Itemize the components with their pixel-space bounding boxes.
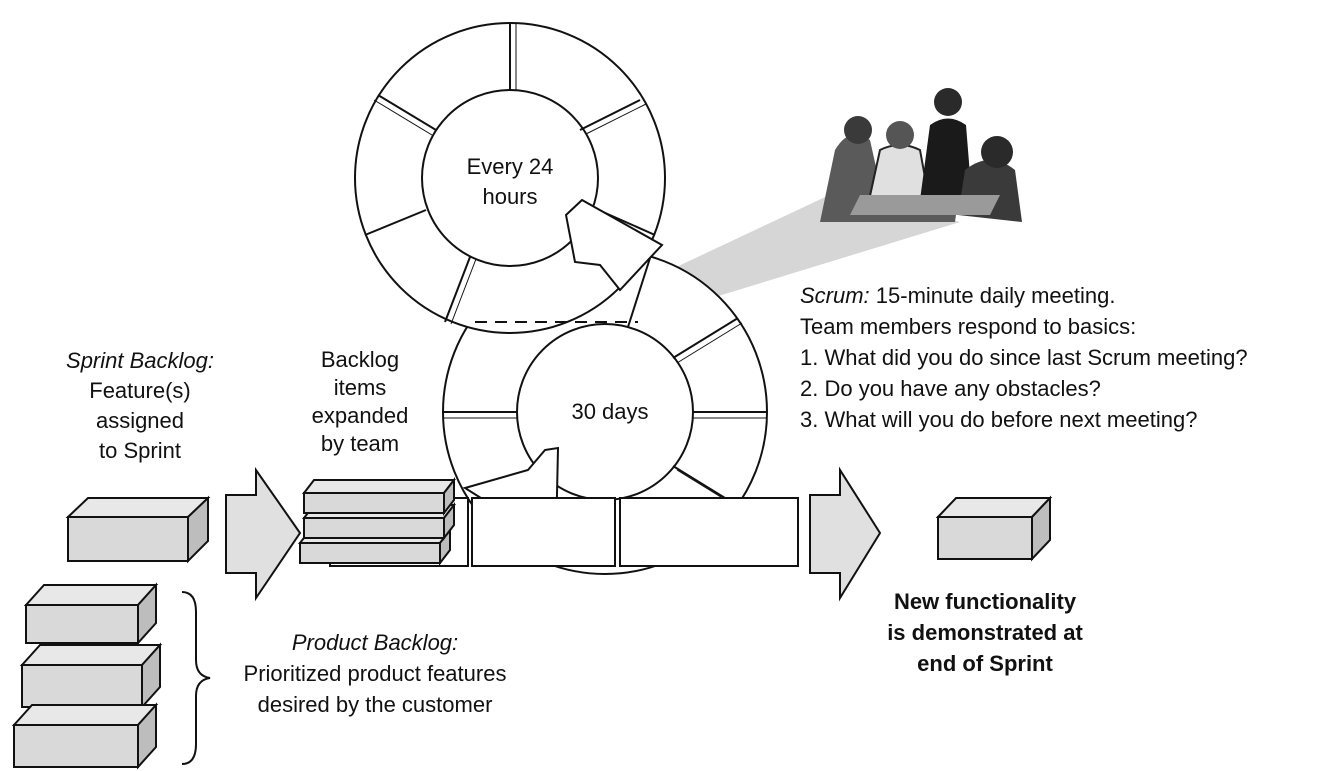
team-meeting-illustration	[820, 88, 1022, 222]
arrow-to-result-icon	[809, 466, 882, 602]
result-line3: end of Sprint	[917, 651, 1053, 676]
scrum-line2: Team members respond to basics:	[800, 314, 1137, 339]
scrum-question-1: 1. What did you do since last Scrum meet…	[800, 345, 1248, 370]
daily-cycle-label: Every 24 hours	[450, 152, 570, 212]
arrow-to-sprint-icon	[225, 466, 302, 602]
product-backlog-line1: Prioritized product features	[243, 661, 507, 686]
scrum-title-rest: 15-minute daily meeting.	[869, 283, 1116, 308]
sprint-backlog-box	[65, 495, 211, 564]
sprint-backlog-title: Sprint Backlog:	[66, 348, 214, 373]
scrum-title: Scrum:	[800, 283, 870, 308]
sprint-backlog-line3: to Sprint	[99, 438, 181, 463]
result-line2: is demonstrated at	[887, 620, 1083, 645]
result-feature-box	[935, 495, 1053, 562]
daily-cycle-arrowhead	[564, 198, 664, 292]
sprint-backlog-line2: assigned	[95, 408, 185, 433]
product-backlog-title: Product Backlog:	[291, 630, 459, 655]
sprint-backlog-line1: Feature(s)	[89, 378, 191, 403]
product-backlog-label: Product Backlog: Prioritized product fea…	[215, 627, 535, 720]
product-backlog-stack	[11, 582, 163, 770]
expanded-line1: Backlog	[320, 347, 400, 372]
expanded-line2: items	[333, 375, 387, 400]
result-label: New functionality is demonstrated at end…	[860, 586, 1110, 679]
expanded-backlog-label: Backlog items expanded by team	[300, 346, 420, 458]
product-backlog-line2: desired by the customer	[257, 692, 493, 717]
expanded-line4: by team	[320, 431, 400, 456]
sprint-cycle-label: 30 days	[571, 399, 649, 424]
scrum-title-line: Scrum: 15-minute daily meeting.	[800, 280, 1248, 311]
sprint-backlog-label: Sprint Backlog: Feature(s) assigned to S…	[50, 346, 230, 466]
expanded-line3: expanded	[311, 403, 409, 428]
scrum-question-2: 2. Do you have any obstacles?	[800, 376, 1101, 401]
product-backlog-brace	[181, 591, 211, 765]
result-line1: New functionality	[893, 589, 1077, 614]
daily-cycle-label-line2: hours	[482, 184, 538, 209]
scrum-question-3: 3. What will you do before next meeting?	[800, 407, 1198, 432]
expanded-backlog-stack	[297, 477, 457, 566]
daily-cycle-label-line1: Every 24	[466, 154, 554, 179]
scrum-description: Scrum: 15-minute daily meeting. Team mem…	[800, 280, 1248, 435]
